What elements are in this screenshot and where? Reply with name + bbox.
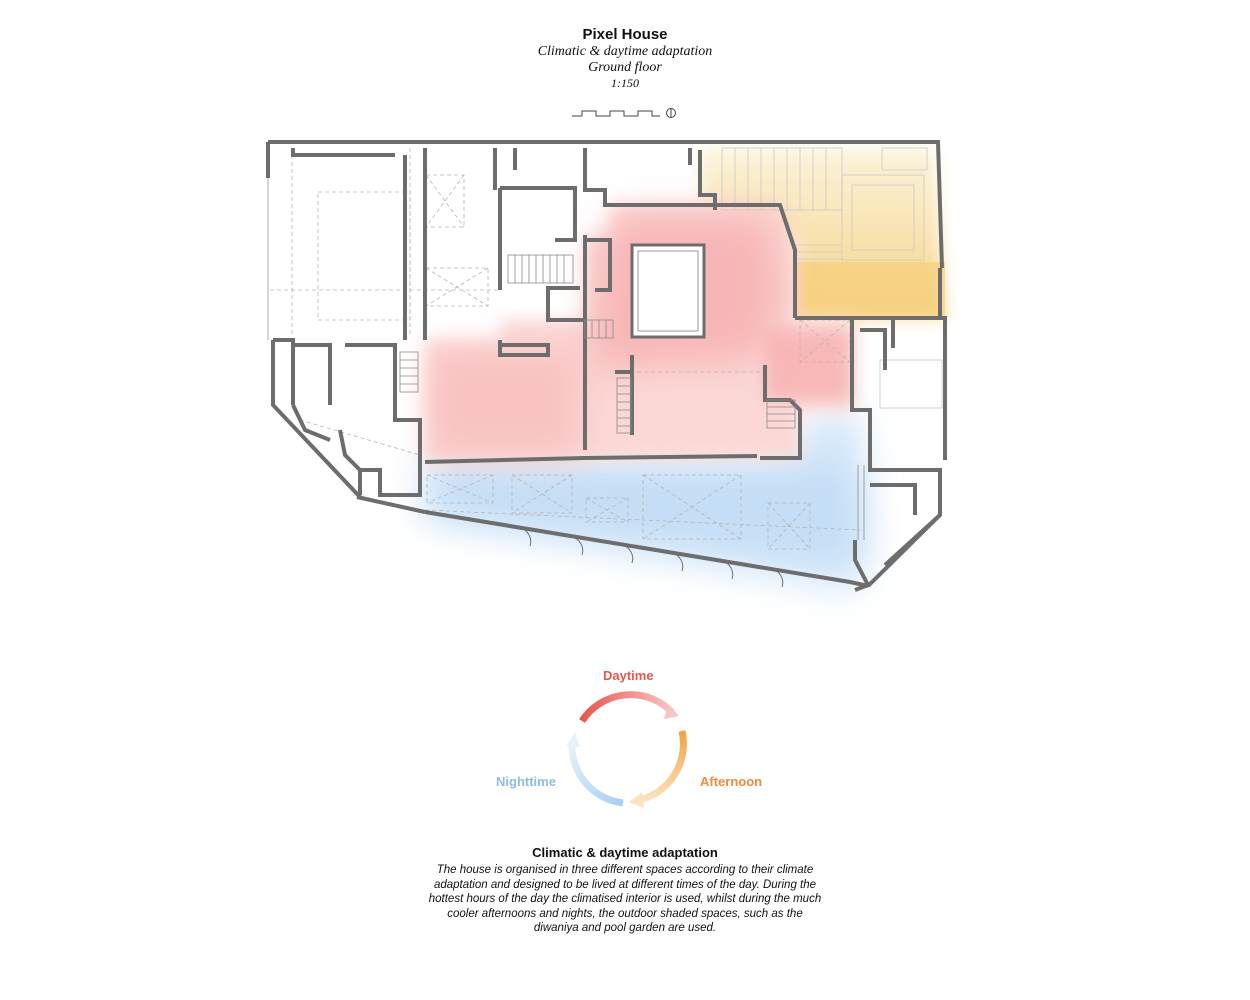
afternoon-label: Afternoon	[700, 774, 763, 789]
structure-grid	[270, 148, 861, 550]
description-block: Climatic & daytime adaptation The house …	[425, 845, 825, 936]
walls	[266, 140, 947, 592]
nighttime-arc	[568, 741, 624, 807]
daytime-label: Daytime	[603, 668, 654, 683]
scale-bar-icon	[572, 110, 660, 117]
stairs	[399, 254, 865, 540]
scale-label: 1:150	[611, 76, 639, 90]
floor-label: Ground floor	[588, 60, 662, 75]
title-block: Pixel House Climatic & daytime adaptatio…	[0, 26, 1250, 91]
description-body: The house is organised in three differen…	[428, 864, 822, 934]
description-title: Climatic & daytime adaptation	[532, 845, 718, 860]
nighttime-label: Nighttime	[496, 774, 556, 789]
page-subtitle: Climatic & daytime adaptation	[537, 44, 713, 59]
page-title: Pixel House	[582, 26, 668, 43]
zone-diwaniya	[425, 410, 868, 590]
daytime-cycle-diagram	[566, 691, 687, 808]
daytime-arc	[579, 691, 675, 723]
facade-fins	[519, 527, 784, 588]
north-arrow-icon	[666, 108, 676, 118]
afternoon-arc	[639, 730, 687, 804]
